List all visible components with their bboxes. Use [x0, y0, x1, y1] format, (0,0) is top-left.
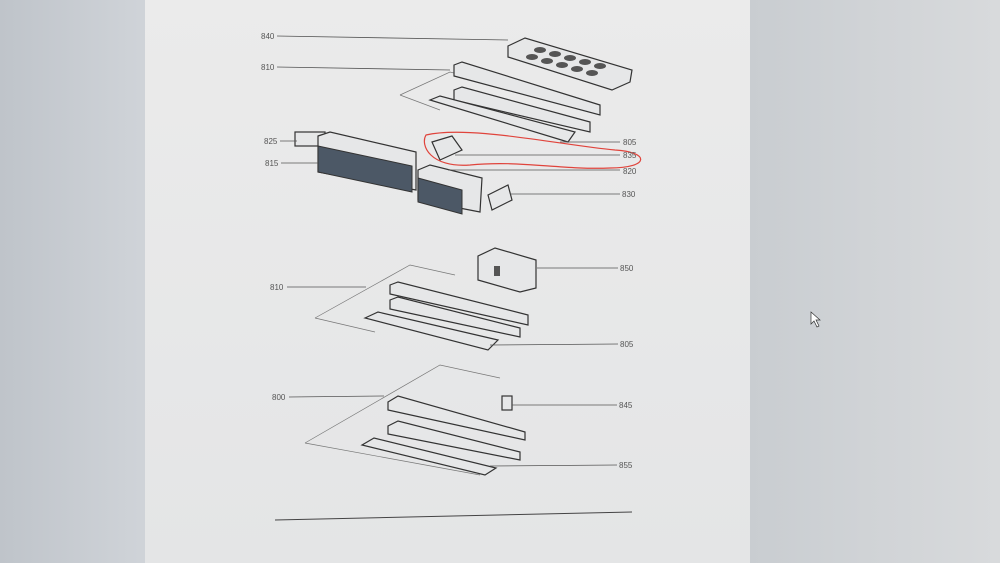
part-810-shelf-frame-middle — [314, 264, 529, 338]
label-845: 845 — [619, 401, 633, 410]
label-805-middle: 805 — [620, 340, 634, 349]
label-805: 805 — [623, 138, 637, 147]
label-810: 810 — [261, 63, 275, 72]
label-800: 800 — [272, 393, 286, 402]
mouse-cursor-icon — [810, 311, 821, 328]
part-820-drawer-small — [417, 164, 483, 215]
red-circle-annotation — [423, 131, 642, 169]
part-800-shelf-frame-bottom — [304, 364, 526, 476]
part-855-glass-bottom — [360, 437, 498, 476]
monitor-background — [750, 0, 1000, 563]
part-835-holder — [431, 135, 463, 161]
label-850: 850 — [620, 264, 634, 273]
label-825: 825 — [264, 137, 278, 146]
part-815-drawer — [317, 131, 417, 193]
part-850-box — [477, 247, 537, 293]
label-820: 820 — [623, 167, 637, 176]
part-845-clip — [501, 395, 513, 411]
part-830-bracket — [487, 184, 513, 211]
label-810-middle: 810 — [270, 283, 284, 292]
label-855: 855 — [619, 461, 633, 470]
label-840: 840 — [261, 32, 275, 41]
part-805-glass-middle — [363, 311, 500, 351]
label-830: 830 — [622, 190, 636, 199]
part-840-egg-tray — [507, 37, 633, 91]
label-835: 835 — [623, 151, 637, 160]
label-815: 815 — [265, 159, 279, 168]
part-810-shelf-frame-top — [399, 61, 601, 143]
